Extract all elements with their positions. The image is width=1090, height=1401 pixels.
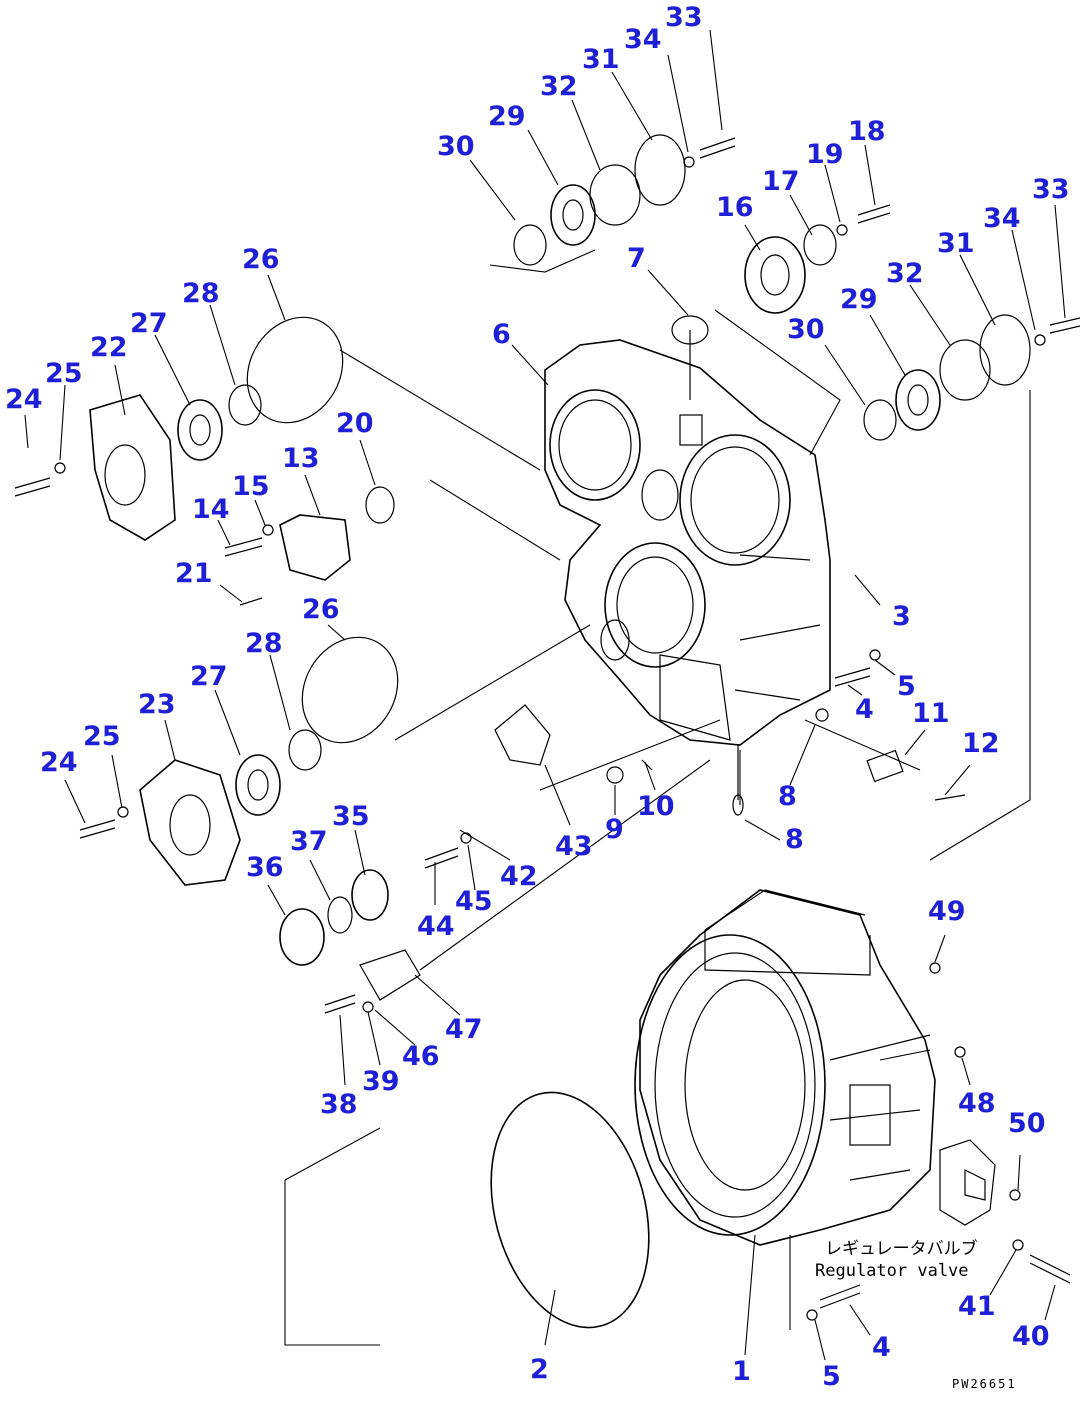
callout-44: 44 [417,911,455,942]
callout-labels: 33 34 31 32 29 30 18 19 17 16 7 33 34 31… [5,2,1070,1392]
callout-33-right: 33 [1032,174,1070,205]
drawing-code: PW26651 [952,1377,1017,1391]
callout-8-right: 8 [778,781,797,812]
callout-19: 19 [806,139,844,170]
transmission-case-drawing [544,315,831,816]
callout-2: 2 [530,1354,549,1385]
callout-32-right: 32 [886,258,924,289]
callout-28-lower: 28 [245,628,283,659]
regulator-valve-label-jp: レギュレータバルブ [825,1238,978,1259]
callout-50: 50 [1008,1108,1046,1139]
callout-30-right: 30 [787,314,825,345]
callout-28-upper: 28 [182,278,220,309]
callout-29-top: 29 [488,101,526,132]
callout-4-upper: 4 [855,694,874,725]
callout-35: 35 [332,801,370,832]
callout-4-lower: 4 [872,1332,891,1363]
callout-21: 21 [175,558,213,589]
callout-7: 7 [627,243,646,274]
assembly-lines [284,249,1031,1346]
callout-39: 39 [362,1066,400,1097]
regulator-valve-label-en: Regulator valve [815,1261,969,1281]
callout-23: 23 [138,689,176,720]
callout-26-lower: 26 [302,594,340,625]
callout-30-top: 30 [437,131,475,162]
callout-26-upper: 26 [242,244,280,275]
callout-13: 13 [282,443,320,474]
callout-33-top: 33 [665,2,703,33]
callout-34-right: 34 [983,203,1021,234]
callout-46: 46 [402,1041,440,1072]
callout-37: 37 [290,826,328,857]
annotations: レギュレータバルブ Regulator valve PW26651 [815,1238,1017,1391]
callout-41: 41 [958,1291,996,1322]
callout-11: 11 [912,698,950,729]
callout-22: 22 [90,332,128,363]
callout-48: 48 [958,1088,996,1119]
callout-40: 40 [1012,1321,1050,1352]
callout-31-top: 31 [582,44,620,75]
callout-47: 47 [445,1014,483,1045]
callout-27-lower: 27 [190,661,228,692]
callout-43: 43 [555,831,593,862]
bearing-parts-drawing [89,184,941,966]
callout-24-upper: 24 [5,384,43,415]
callout-14: 14 [192,494,230,525]
callout-25-upper: 25 [45,358,83,389]
callout-5-upper: 5 [897,671,916,702]
callout-10: 10 [637,791,675,822]
callout-9: 9 [605,814,624,845]
callout-45: 45 [455,886,493,917]
callout-5-lower: 5 [822,1361,841,1392]
callout-25-lower: 25 [83,721,121,752]
callout-29-right: 29 [840,284,878,315]
callout-16: 16 [716,192,754,223]
callout-32-top: 32 [540,71,578,102]
seal-parts-drawing [228,134,1031,1329]
callout-3: 3 [892,601,911,632]
callout-27-upper: 27 [130,308,168,339]
callout-36: 36 [246,852,284,883]
leader-lines [24,29,1066,1361]
callout-34-top: 34 [624,24,662,55]
callout-6: 6 [492,319,511,350]
callout-42: 42 [500,861,538,892]
callout-24-lower: 24 [40,747,78,778]
bolt-parts-drawing [14,137,1081,1321]
callout-15: 15 [232,471,270,502]
callout-12: 12 [962,728,1000,759]
callout-17: 17 [762,166,800,197]
callout-49: 49 [928,896,966,927]
callout-18: 18 [848,116,886,147]
callout-38: 38 [320,1089,358,1120]
callout-8-lower: 8 [785,824,804,855]
callout-1: 1 [732,1356,751,1387]
callout-31-right: 31 [937,228,975,259]
callout-20: 20 [336,408,374,439]
converter-housing-drawing [634,889,996,1246]
